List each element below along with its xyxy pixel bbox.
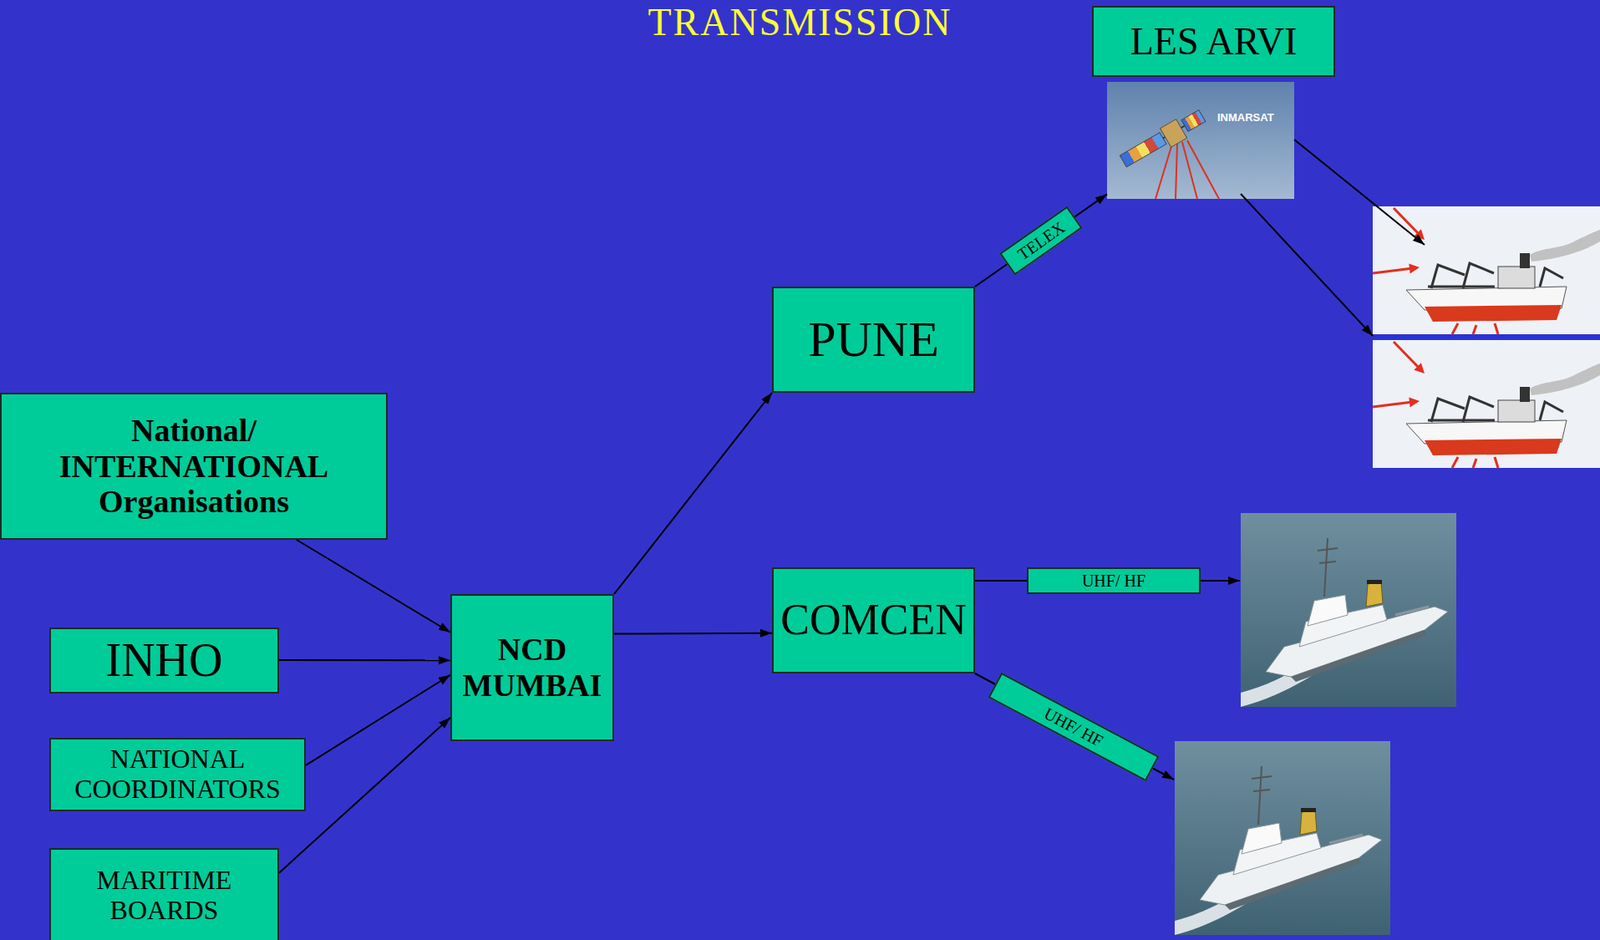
connector	[279, 659, 451, 661]
node-text: INHO	[55, 634, 273, 687]
relay-box: PUNE	[772, 286, 976, 393]
node-text: NATIONAL COORDINATORS	[55, 744, 300, 805]
connector	[305, 675, 451, 766]
source-box: MARITIME BOARDS	[49, 848, 280, 940]
connector	[614, 632, 773, 635]
connector	[296, 539, 451, 633]
link-label-box: UHF/ HF	[1026, 567, 1201, 595]
hub-box: NCD MUMBAI	[450, 594, 615, 742]
edge-label-box: TELEX	[999, 205, 1083, 275]
link-label: UHF/ HF	[1041, 703, 1107, 750]
satellite-picture: INMARSAT	[1107, 81, 1295, 199]
edge-label: TELEX	[1014, 218, 1068, 264]
node-text: NCD MUMBAI	[457, 631, 608, 703]
title-text: TRANSMISSION	[648, 1, 953, 45]
source-box: NATIONAL COORDINATORS	[49, 737, 306, 812]
link-label-box: UHF/ HF	[988, 672, 1160, 782]
connector	[614, 392, 773, 595]
node-text: INMARSAT	[1217, 111, 1275, 125]
node-text: MARITIME BOARDS	[55, 865, 273, 926]
node-text: PUNE	[778, 311, 969, 368]
source-box: National/ INTERNATIONAL Organisations	[0, 392, 388, 540]
node-text: National/ INTERNATIONAL Organisations	[6, 412, 381, 520]
node-text: COMCEN	[778, 595, 969, 645]
source-box: INHO	[49, 627, 280, 694]
station-box: LES ARVI	[1092, 5, 1336, 77]
link-label: UHF/ HF	[1081, 571, 1146, 590]
title-bar: TRANSMISSION	[0, 1, 1600, 45]
connector	[975, 193, 1108, 287]
relay-box: COMCEN	[772, 567, 976, 674]
node-text: LES ARVI	[1098, 20, 1329, 64]
